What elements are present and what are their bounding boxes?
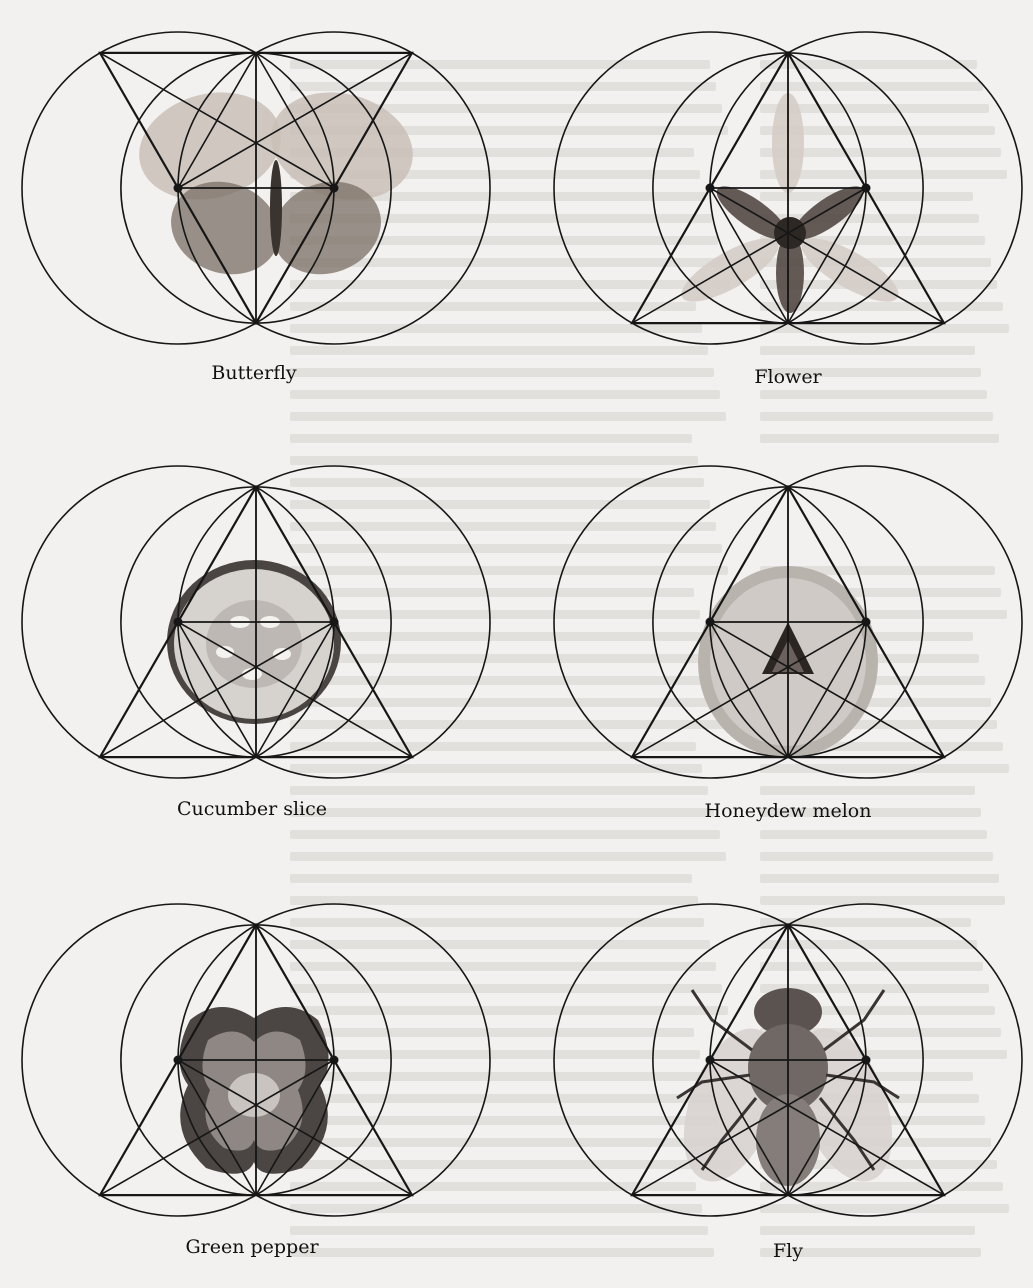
faded-text-line [290, 852, 726, 861]
construction-lines [554, 466, 1022, 778]
caption-honeydew: Honeydew melon [705, 800, 872, 822]
figure-flower: Flower [552, 28, 1032, 398]
center-dot [174, 1056, 183, 1065]
geometry-pepper [20, 900, 500, 1230]
faded-text-line [760, 434, 999, 443]
geometry-fly [552, 900, 1032, 1230]
figure-honeydew: Honeydew melon [552, 462, 1032, 832]
geometry-honeydew [552, 462, 1032, 792]
geometry-flower [552, 28, 1032, 358]
faded-text-line [760, 412, 993, 421]
center-dot [706, 1056, 715, 1065]
construction-lines [554, 904, 1022, 1216]
caption-cucumber: Cucumber slice [177, 798, 327, 820]
faded-text-line [290, 874, 692, 883]
faded-text-line [760, 874, 999, 883]
flower-image [673, 93, 906, 313]
faded-text-line [760, 852, 993, 861]
cucumber-slice-image [167, 560, 341, 724]
figure-pepper: Green pepper [20, 900, 500, 1270]
center-dot [174, 184, 183, 193]
center-dot [174, 618, 183, 627]
construction-lines [22, 32, 490, 344]
figure-butterfly: Butterfly [20, 28, 500, 398]
center-dot [706, 618, 715, 627]
construction-lines [22, 904, 490, 1216]
center-dot [862, 618, 871, 627]
faded-text-line [290, 412, 726, 421]
center-dot [330, 184, 339, 193]
caption-fly: Fly [773, 1240, 803, 1262]
geometry-cucumber [20, 462, 500, 792]
caption-flower: Flower [754, 366, 821, 388]
caption-pepper: Green pepper [185, 1236, 318, 1258]
figure-cucumber: Cucumber slice [20, 462, 500, 832]
faded-text-line [290, 434, 692, 443]
center-dot [706, 184, 715, 193]
center-dot [862, 1056, 871, 1065]
center-dot [862, 184, 871, 193]
center-dot [330, 618, 339, 627]
construction-lines [554, 32, 1022, 344]
center-dot [330, 1056, 339, 1065]
geometry-butterfly [20, 28, 500, 358]
construction-lines [22, 466, 490, 778]
caption-butterfly: Butterfly [211, 362, 296, 384]
figure-fly: Fly [552, 900, 1032, 1270]
